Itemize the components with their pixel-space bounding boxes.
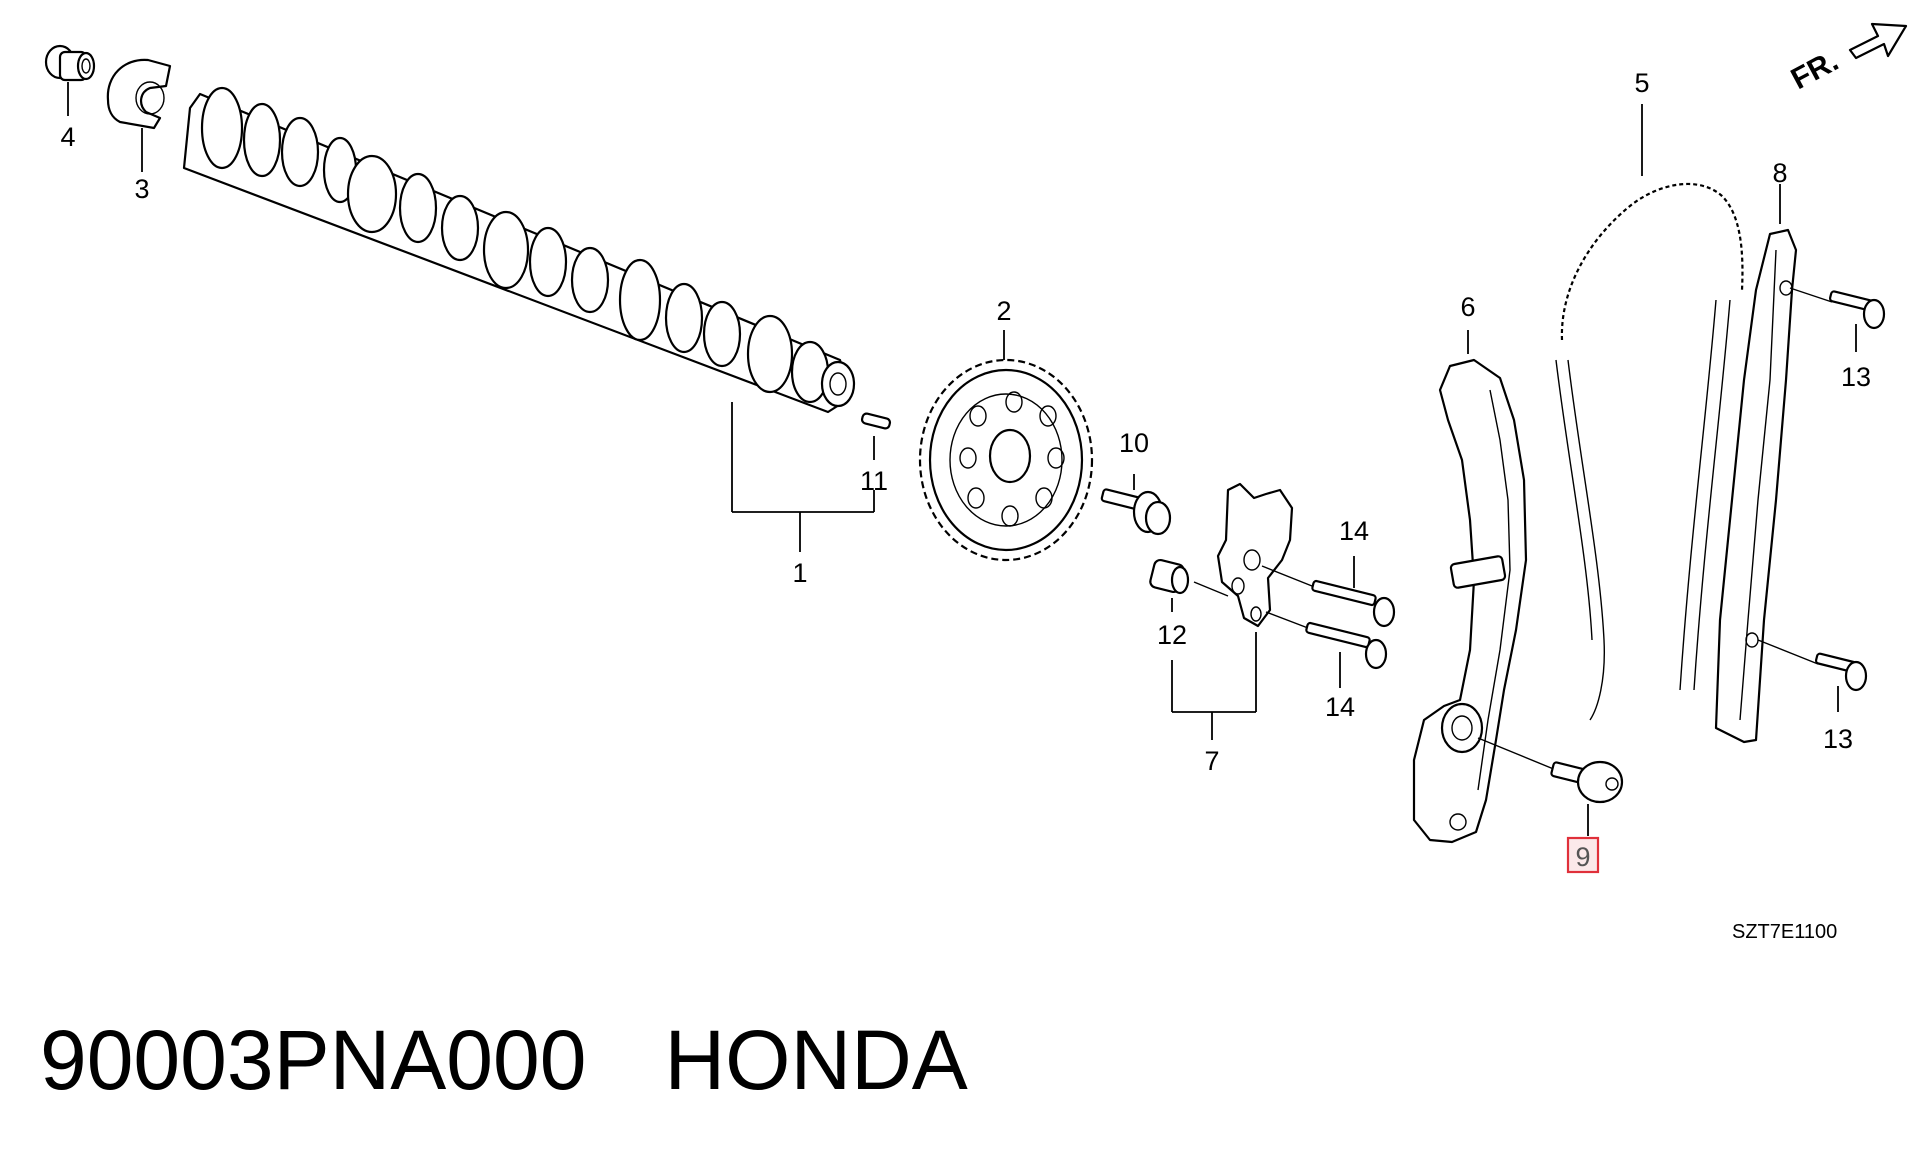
- callout-7: 7: [1204, 746, 1219, 776]
- part-6-tensioner-arm: 6: [1412, 292, 1528, 844]
- callout-8: 8: [1772, 158, 1787, 188]
- part-caption: 90003PNA000 HONDA: [40, 1012, 968, 1109]
- part-7-chain-guide-bracket: 7: [1171, 482, 1294, 776]
- callout-14-upper: 14: [1339, 516, 1369, 546]
- part-13-bolts: 13 13: [1757, 287, 1886, 754]
- part-10-bolt: 10: [1100, 428, 1172, 536]
- callout-10: 10: [1119, 428, 1149, 458]
- part-1-camshaft: [182, 86, 856, 414]
- callout-5: 5: [1634, 68, 1649, 98]
- diagram-code: SZT7E1100: [1732, 921, 1838, 943]
- part-14-bolts: 14 14: [1261, 516, 1396, 722]
- callout-9-highlight: [1566, 836, 1600, 874]
- callout-9: 9: [1575, 842, 1590, 872]
- callout-3: 3: [134, 174, 149, 204]
- part-3-thrust-plate: 3: [106, 58, 172, 204]
- callout-6: 6: [1460, 292, 1475, 322]
- front-arrow-icon: [1848, 22, 1908, 60]
- callout-13-upper: 13: [1841, 362, 1871, 392]
- part-8-chain-guide: 8: [1714, 158, 1798, 744]
- callout-1-leader: 11 1: [731, 402, 888, 588]
- part-4-plug: 4: [44, 44, 96, 152]
- part-12-collar: 12: [1149, 558, 1229, 650]
- callout-14-lower: 14: [1325, 692, 1355, 722]
- callout-13-lower: 13: [1823, 724, 1853, 754]
- callout-2: 2: [996, 296, 1011, 326]
- callout-4: 4: [60, 122, 75, 152]
- part-number: 90003PNA000: [40, 1013, 587, 1107]
- callout-11: 11: [860, 466, 888, 496]
- callout-1: 1: [792, 558, 807, 588]
- part-9-bolt: 9: [1477, 737, 1624, 874]
- callout-12: 12: [1157, 620, 1187, 650]
- part-2-cam-sprocket: 2: [918, 296, 1094, 562]
- part-5-timing-chain: 5: [1555, 68, 1744, 721]
- front-label: FR.: [1786, 44, 1844, 96]
- front-direction-indicator: FR.: [1786, 22, 1908, 96]
- brand-name: HONDA: [664, 1013, 968, 1107]
- part-11-dowel-pin: [860, 412, 892, 430]
